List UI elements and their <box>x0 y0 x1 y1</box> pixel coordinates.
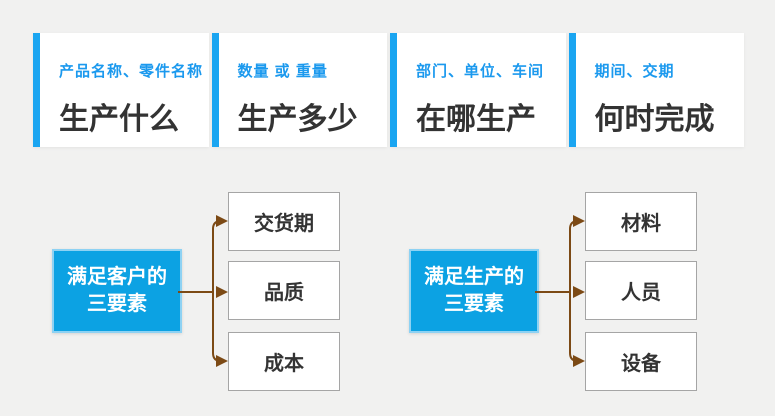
info-card-when: 期间、交期 何时完成 <box>568 33 744 147</box>
card-body: 产品名称、零件名称 生产什么 <box>40 33 203 147</box>
source-box-customer: 满足客户的 三要素 <box>52 249 182 333</box>
card-subtitle: 数量 或 重量 <box>237 63 328 80</box>
card-title: 何时完成 <box>594 103 715 136</box>
target-box-delivery: 交货期 <box>228 192 340 251</box>
card-title: 生产多少 <box>237 103 358 136</box>
info-card-where: 部门、单位、车间 在哪生产 <box>390 33 566 147</box>
target-box-label: 人员 <box>621 282 661 304</box>
flow-group-customer: 满足客户的 三要素 交货期 品质 成本 <box>52 185 342 392</box>
target-box-material: 材料 <box>585 192 697 251</box>
source-box-line1: 满足生产的 <box>424 266 524 288</box>
target-box-label: 成本 <box>264 353 304 375</box>
source-box-line2: 三要素 <box>87 293 147 315</box>
card-subtitle: 期间、交期 <box>594 63 675 80</box>
target-box-label: 材料 <box>621 213 661 235</box>
top-cards-row: 产品名称、零件名称 生产什么 数量 或 重量 生产多少 部门、单位、车间 在哪生… <box>33 33 744 147</box>
target-box-label: 设备 <box>621 353 661 375</box>
target-box-cost: 成本 <box>228 332 340 391</box>
source-box-production: 满足生产的 三要素 <box>409 249 539 333</box>
card-accent-bar <box>211 33 219 147</box>
target-box-personnel: 人员 <box>585 261 697 320</box>
target-box-quality: 品质 <box>228 261 340 320</box>
source-box-line1: 满足客户的 <box>67 266 167 288</box>
card-subtitle: 部门、单位、车间 <box>416 63 545 80</box>
info-card-howmuch: 数量 或 重量 生产多少 <box>211 33 387 147</box>
card-title: 生产什么 <box>59 103 179 136</box>
info-card-what: 产品名称、零件名称 生产什么 <box>33 33 209 147</box>
card-title: 在哪生产 <box>416 103 536 136</box>
card-body: 数量 或 重量 生产多少 <box>219 33 358 147</box>
card-body: 期间、交期 何时完成 <box>576 33 715 147</box>
card-body: 部门、单位、车间 在哪生产 <box>397 33 544 147</box>
source-box-line2: 三要素 <box>444 293 504 315</box>
card-accent-bar <box>568 33 576 147</box>
target-box-label: 品质 <box>264 282 304 304</box>
branch-arrows <box>535 215 585 367</box>
card-subtitle: 产品名称、零件名称 <box>59 63 204 80</box>
branch-arrows <box>178 215 228 367</box>
target-box-label: 交货期 <box>254 213 314 235</box>
flow-group-production: 满足生产的 三要素 材料 人员 设备 <box>409 185 699 392</box>
target-box-equipment: 设备 <box>585 332 697 391</box>
card-accent-bar <box>33 33 40 147</box>
card-accent-bar <box>390 33 397 147</box>
